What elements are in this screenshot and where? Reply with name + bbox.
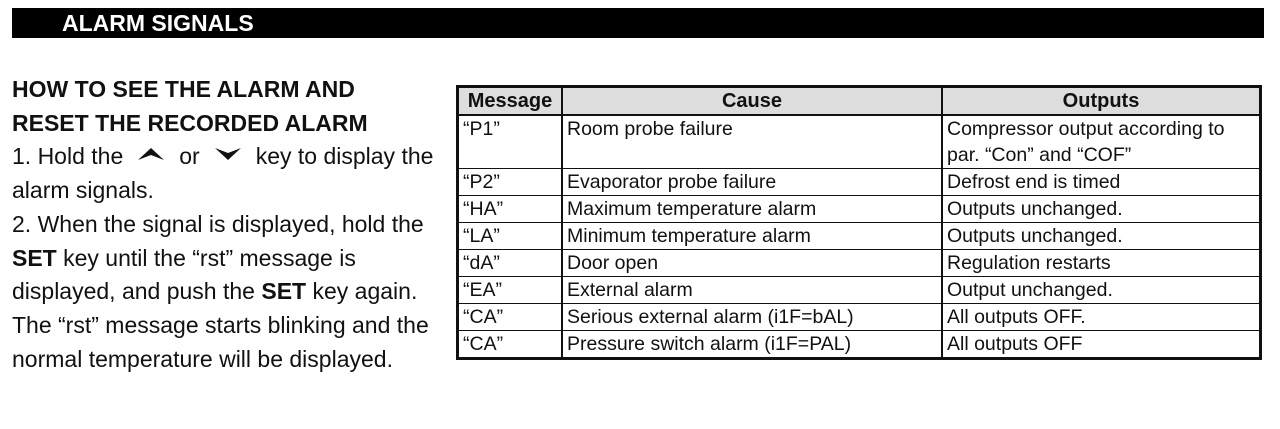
step2-text: 2. When the signal is displayed, hold th… (12, 210, 424, 237)
cell-message: “P2” (456, 168, 563, 196)
step1-text: 1. Hold the (12, 143, 124, 170)
table-row: “CA”Serious external alarm (i1F=bAL)All … (456, 303, 1262, 331)
cell-cause: Pressure switch alarm (i1F=PAL) (561, 330, 943, 359)
cell-cause: Serious external alarm (i1F=bAL) (561, 303, 943, 331)
heading-line-1: HOW TO SEE THE ALARM AND (12, 76, 355, 102)
cell-message: “dA” (456, 249, 563, 277)
step1-text-end: key to display the alarm signals. (12, 143, 434, 204)
step2-text: key again. The “rst” message starts blin… (12, 278, 429, 372)
heading-line-2: RESET THE RECORDED ALARM (12, 109, 368, 136)
up-arrow-key-icon (138, 148, 165, 161)
cell-cause: Minimum temperature alarm (561, 222, 943, 250)
cell-cause: Room probe failure (561, 114, 943, 169)
cell-message: “CA” (456, 330, 563, 359)
cell-outputs: Outputs unchanged. (941, 195, 1262, 223)
cell-cause: Maximum temperature alarm (561, 195, 943, 223)
cell-message: “EA” (456, 276, 563, 304)
header-cause: Cause (561, 85, 943, 116)
cell-outputs: Outputs unchanged. (941, 222, 1262, 250)
cell-message: “P1” (456, 114, 563, 169)
step1-or: or (179, 143, 200, 170)
cell-outputs: Compressor output according to par. “Con… (941, 114, 1262, 169)
step2-text: key until the “rst” message is displayed… (12, 244, 356, 305)
step-2: 2. When the signal is displayed, hold th… (12, 208, 452, 377)
cell-message: “CA” (456, 303, 563, 331)
cell-outputs: All outputs OFF. (941, 303, 1262, 331)
down-arrow-key-icon (214, 148, 241, 161)
header-message: Message (456, 85, 563, 116)
cell-cause: External alarm (561, 276, 943, 304)
cell-outputs: Regulation restarts (941, 249, 1262, 277)
cell-cause: Evaporator probe failure (561, 168, 943, 196)
instructions: HOW TO SEE THE ALARM AND RESET THE RECOR… (12, 73, 452, 376)
section-title: ALARM SIGNALS (62, 10, 254, 36)
cell-cause: Door open (561, 249, 943, 277)
cell-outputs: Defrost end is timed (941, 168, 1262, 196)
header-outputs: Outputs (941, 85, 1262, 116)
set-key-label: SET (12, 244, 57, 271)
cell-outputs: Output unchanged. (941, 276, 1262, 304)
cell-message: “LA” (456, 222, 563, 250)
cell-message: “HA” (456, 195, 563, 223)
section-header-bar: ALARM SIGNALS (12, 8, 1264, 38)
alarm-table: Message Cause Outputs “P1”Room probe fai… (456, 85, 1262, 360)
set-key-label: SET (261, 278, 307, 305)
cell-outputs: All outputs OFF (941, 330, 1262, 359)
table-row: “CA”Pressure switch alarm (i1F=PAL)All o… (456, 330, 1262, 359)
